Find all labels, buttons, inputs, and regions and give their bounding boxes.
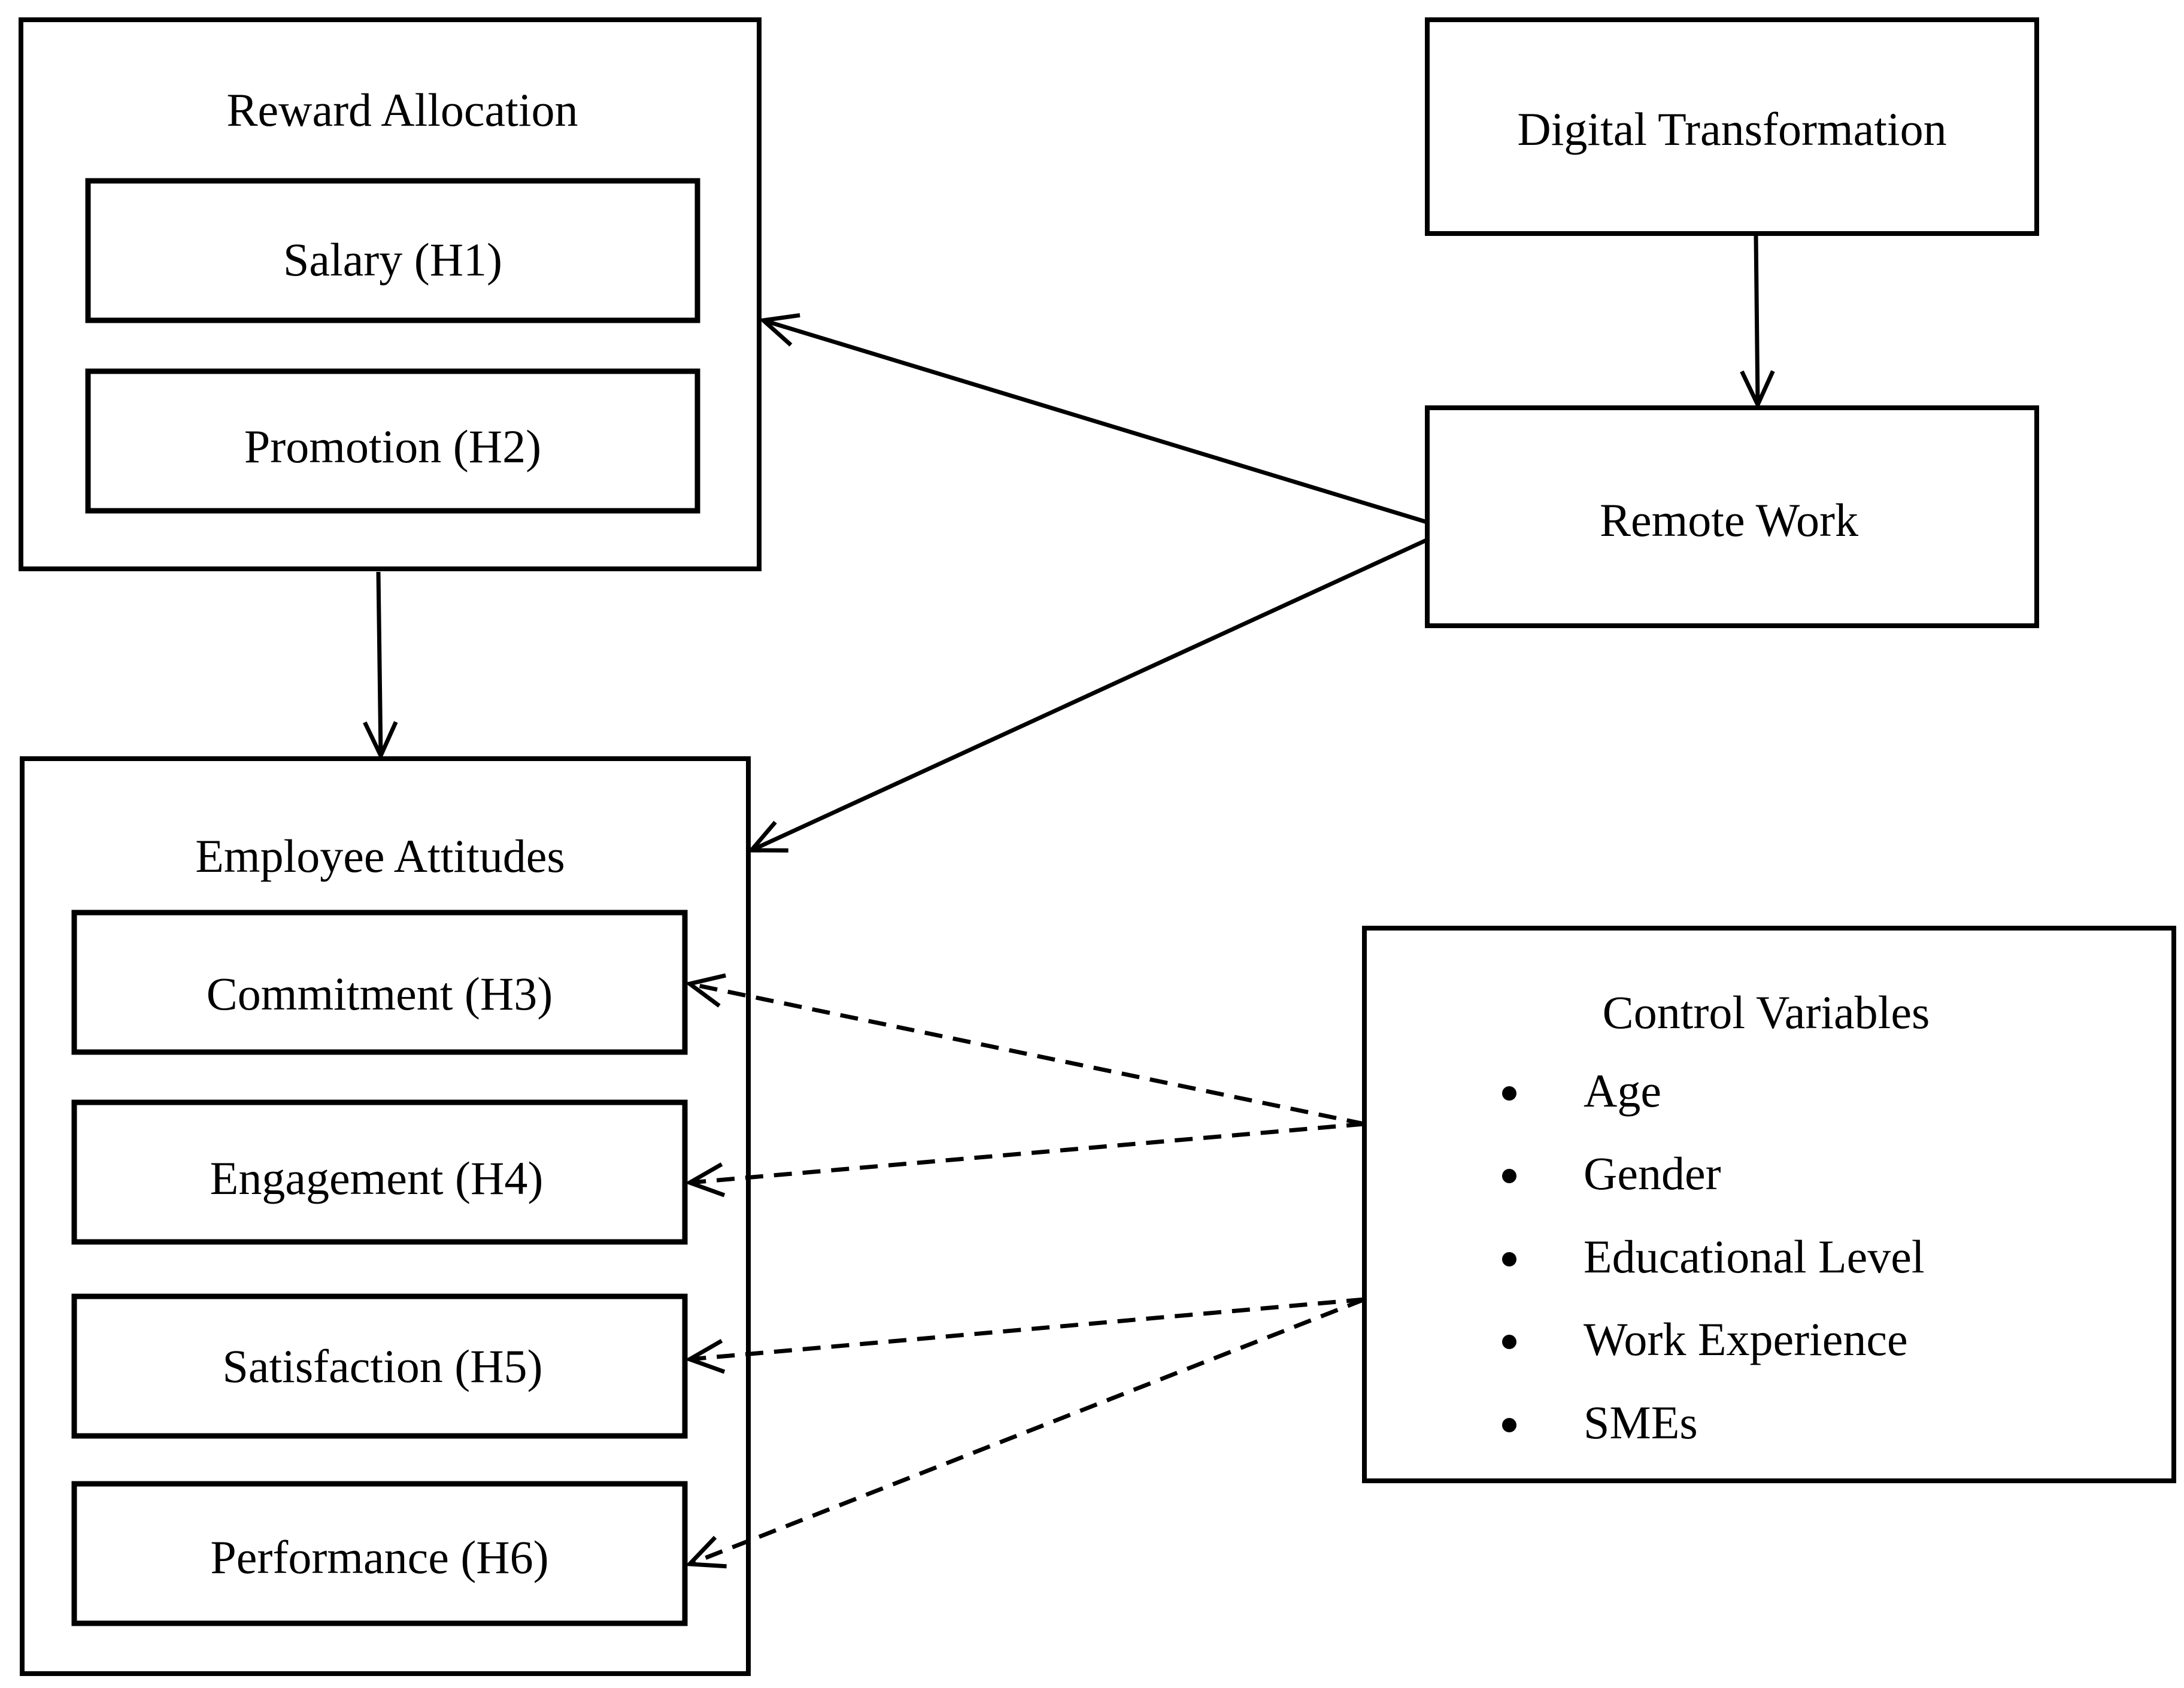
promotion-label: Promotion (H2) xyxy=(244,420,541,472)
control-variable-age: Age xyxy=(1584,1065,1661,1117)
dashed-arrow-to-commitment xyxy=(684,973,1365,1126)
control-variable-smes: SMEs xyxy=(1584,1396,1698,1448)
salary-box xyxy=(85,178,700,323)
bullet-icon xyxy=(1502,1086,1516,1101)
arrow-reward-allocation-to-employee-attitudes xyxy=(363,571,398,761)
control-variables-box xyxy=(1362,926,2176,1483)
bullet-icon xyxy=(1502,1252,1516,1266)
salary-label: Salary (H1) xyxy=(283,234,502,286)
control-variables-group: Control Variables Age Gender Educational… xyxy=(1362,926,2176,1483)
digital-transformation-group: Digital Transformation xyxy=(1425,17,2039,236)
remote-work-label: Remote Work xyxy=(1600,494,1858,546)
dashed-arrow-to-satisfaction xyxy=(684,1297,1365,1374)
arrow-remote-work-to-employee-attitudes xyxy=(747,537,1430,853)
control-variable-educational-level: Educational Level xyxy=(1584,1231,1925,1283)
engagement-label: Engagement (H4) xyxy=(210,1152,544,1204)
promotion-box xyxy=(85,368,700,514)
bullet-icon xyxy=(1502,1418,1516,1432)
reward-allocation-box xyxy=(19,17,762,571)
reward-allocation-group: Reward Allocation Salary (H1) Promotion … xyxy=(19,17,762,571)
bullet-icon xyxy=(1502,1335,1516,1349)
digital-transformation-box xyxy=(1425,17,2039,236)
remote-work-box xyxy=(1425,405,2039,628)
commitment-label: Commitment (H3) xyxy=(207,968,553,1020)
dashed-arrows xyxy=(684,973,1366,1569)
satisfaction-label: Satisfaction (H5) xyxy=(222,1340,542,1392)
control-variable-work-experience: Work Experience xyxy=(1584,1313,1908,1365)
dashed-arrow-to-performance xyxy=(685,1297,1366,1569)
control-variables-title: Control Variables xyxy=(1603,986,1930,1038)
dashed-arrow-to-engagement xyxy=(684,1122,1365,1198)
digital-transformation-label: Digital Transformation xyxy=(1517,103,1946,155)
performance-label: Performance (H6) xyxy=(210,1531,548,1583)
employee-attitudes-group: Employee Attitudes Commitment (H3) Engag… xyxy=(20,756,751,1676)
arrow-remote-work-to-reward-allocation xyxy=(759,313,1430,525)
bullet-icon xyxy=(1502,1169,1516,1183)
remote-work-group: Remote Work xyxy=(1425,405,2039,628)
performance-box xyxy=(71,1481,688,1626)
reward-allocation-title: Reward Allocation xyxy=(226,84,578,136)
employee-attitudes-title: Employee Attitudes xyxy=(195,830,565,882)
arrow-digital-transformation-to-remote-work xyxy=(1740,235,1775,410)
solid-arrows xyxy=(363,235,1775,853)
control-variable-gender: Gender xyxy=(1584,1147,1721,1199)
